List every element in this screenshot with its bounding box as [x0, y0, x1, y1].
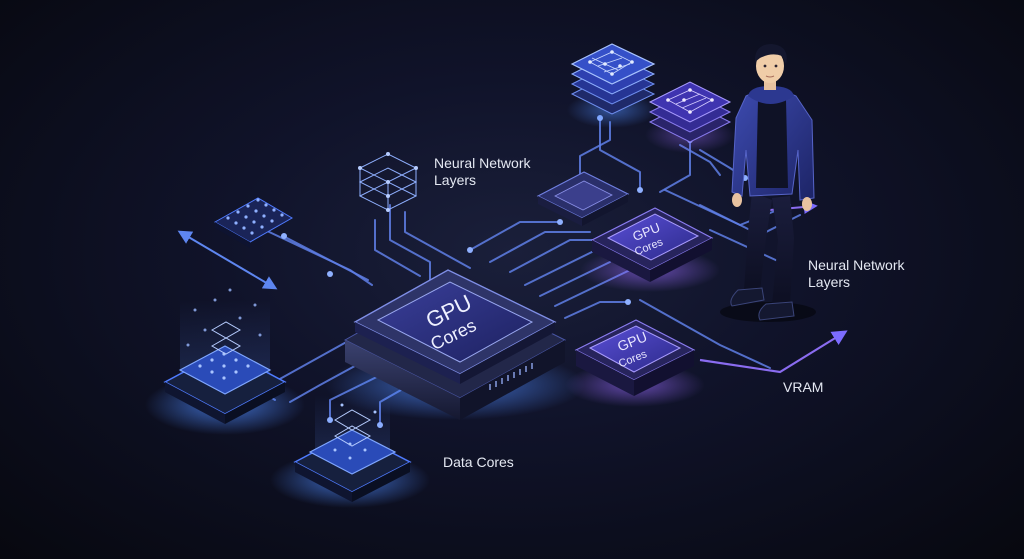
person-figure	[720, 44, 816, 322]
data-cores-label: Data Cores	[443, 454, 514, 470]
neural-layer-stack-1	[567, 43, 657, 128]
gpu-chip-main: GPU Cores	[325, 269, 585, 420]
neural-layers-label-right-line2: Layers	[808, 274, 850, 290]
neural-layers-label-top-line2: Layers	[434, 172, 476, 188]
data-core-left	[145, 288, 305, 435]
neural-layer-cube-small	[358, 152, 418, 212]
memory-grid-chip	[213, 197, 293, 248]
neural-layers-label-top-line1: Neural Network	[434, 155, 531, 171]
vram-label: VRAM	[783, 379, 823, 395]
cache-chip	[536, 171, 630, 226]
neural-layer-stack-2	[645, 81, 735, 153]
gpu-chip-right-upper: GPU Cores	[580, 207, 720, 292]
neural-layers-label-right-line1: Neural Network	[808, 257, 905, 273]
gpu-chip-right-lower: GPU Cores	[565, 319, 705, 407]
